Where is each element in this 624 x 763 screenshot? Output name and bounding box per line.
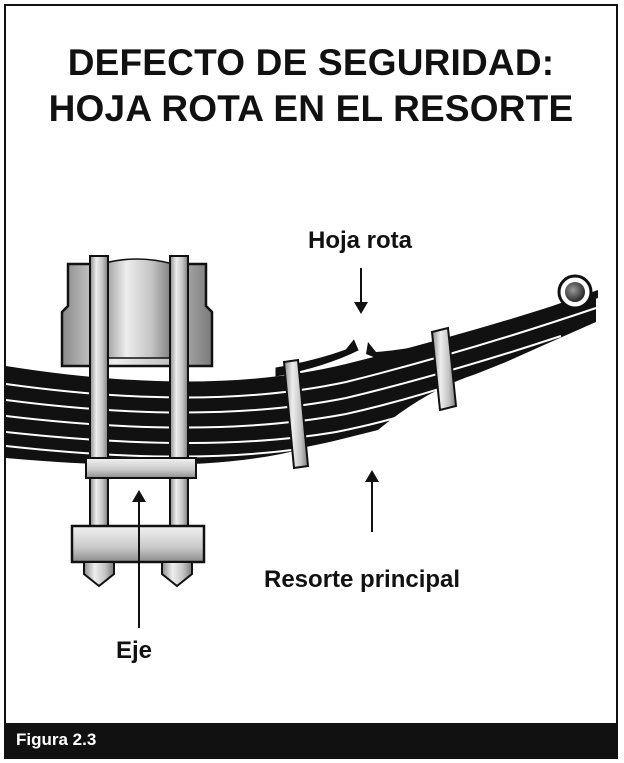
label-main-spring: Resorte principal [264,566,461,593]
spring-eye [557,274,593,310]
caption-bar: Figura 2.3 [6,723,616,757]
rebound-clip-right [430,326,458,412]
label-broken-leaf: Hoja rota [308,227,413,254]
rebound-clip-left [282,358,310,470]
axle-seat-plate [85,457,197,527]
spring-seat-block [60,258,214,368]
arrow-main-spring [365,470,379,532]
arrow-broken-leaf [354,268,368,314]
title-line-1: DEFECTO DE SEGURIDAD: [67,42,555,83]
label-axle: Eje [116,637,153,664]
arrow-axle [132,490,146,628]
figure-frame: DEFECTO DE SEGURIDAD: HOJA ROTA EN EL RE… [4,4,618,759]
figure-caption: Figura 2.3 [16,730,97,749]
figure-title: DEFECTO DE SEGURIDAD: HOJA ROTA EN EL RE… [6,40,616,132]
leaf-spring-diagram [6,255,598,628]
title-line-2: HOJA ROTA EN EL RESORTE [48,88,574,129]
